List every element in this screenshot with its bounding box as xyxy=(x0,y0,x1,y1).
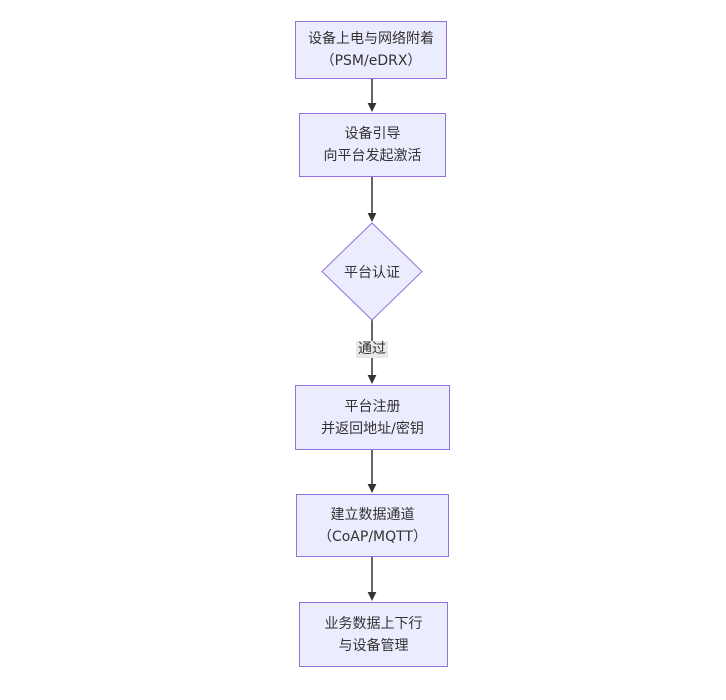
node-label-line: 向平台发起激活 xyxy=(323,148,422,164)
node-platform-register: 平台注册 并返回地址/密钥 xyxy=(295,385,450,450)
node-label-line: 设备上电与网络附着 xyxy=(308,31,434,47)
arrowhead-icon xyxy=(367,103,377,112)
node-label-line: 设备引导 xyxy=(344,126,401,142)
arrowhead-icon xyxy=(367,592,377,601)
node-label-line: 建立数据通道 xyxy=(330,506,415,523)
node-label-line: 平台认证 xyxy=(344,264,400,281)
node-business-data: 业务数据上下行 与设备管理 xyxy=(299,602,448,667)
node-data-channel: 建立数据通道 （CoAP/MQTT） xyxy=(296,494,449,557)
node-label-line: 业务数据上下行 xyxy=(324,615,423,632)
node-platform-auth: 平台认证 xyxy=(322,223,422,320)
node-device-bootstrap: 设备引导 向平台发起激活 xyxy=(299,113,446,177)
node-label-line: （CoAP/MQTT） xyxy=(317,528,428,545)
node-label-line: （PSM/eDRX） xyxy=(320,53,422,69)
node-label-line: 平台注册 xyxy=(344,398,401,415)
node-label-line: 与设备管理 xyxy=(338,637,409,654)
arrowhead-icon xyxy=(367,375,377,384)
arrowhead-icon xyxy=(367,484,377,493)
diamond-shape xyxy=(321,222,423,321)
edge-label-pass: 通过 xyxy=(356,341,388,358)
node-label-line: 并返回地址/密钥 xyxy=(321,420,424,437)
node-power-network-attach: 设备上电与网络附着 （PSM/eDRX） xyxy=(295,21,447,79)
arrowhead-icon xyxy=(367,213,377,222)
